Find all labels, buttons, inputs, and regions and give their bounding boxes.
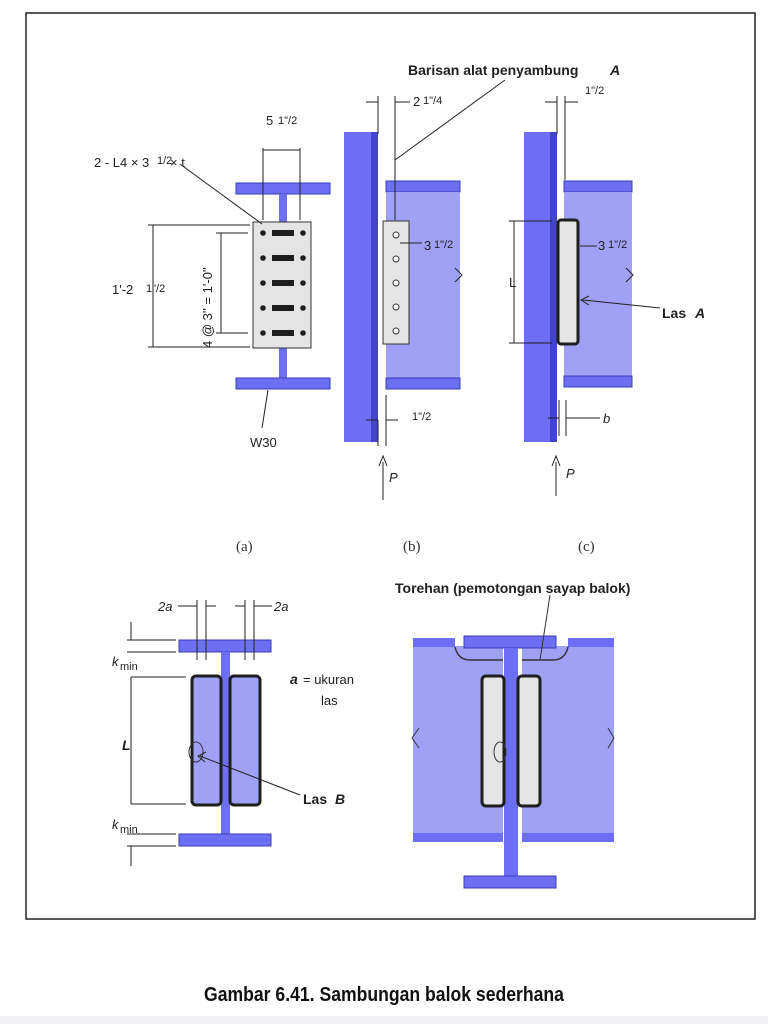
angle-label: 2 - L4 × 3: [94, 155, 149, 170]
height-whole: 1'-2: [112, 282, 133, 297]
figure-frame: [25, 12, 756, 920]
mid-dim-fraction: 1"/2: [608, 239, 627, 251]
bolt-group: [260, 230, 306, 336]
note-text: = ukuran: [303, 672, 354, 687]
weld-letter: B: [335, 791, 345, 807]
panel-a-label: (a): [236, 539, 253, 555]
beam-left-top-flange: [413, 638, 455, 647]
angle-left: [480, 674, 506, 808]
k-bottom: k: [112, 817, 120, 832]
figure-caption: Gambar 6.41. Sambungan balok sederhana: [204, 984, 564, 1006]
angle-right: [516, 674, 542, 808]
web: [221, 652, 230, 836]
panel-a: 2 - L4 × 3 1/2 × t 5 1"/2 1'-2 1"/2 4 @ …: [94, 113, 331, 555]
beam-right-bottom-flange: [522, 833, 614, 842]
section-label: W30: [250, 435, 277, 450]
bolt-holes: [392, 231, 400, 335]
top-dim-fraction: 1"/2: [585, 85, 604, 97]
mid-dim-fraction: 1"/2: [434, 239, 453, 251]
panel-e: Torehan (pemotongan sayap balok): [395, 580, 630, 889]
panel-c: 1"/2 3 1"/2 L Las A b P (c): [509, 85, 705, 555]
cope-title: Torehan (pemotongan sayap balok): [395, 580, 630, 596]
width-whole: 5: [266, 113, 273, 128]
top-dim-fraction: 1"/4: [423, 95, 442, 107]
fastener-row-letter: A: [609, 62, 620, 78]
dimension-lines-b: [366, 79, 506, 500]
end-plate: [556, 218, 580, 346]
right-dim-label: 2a: [273, 599, 288, 614]
weld-detail-marker: [493, 741, 507, 763]
column-flange: [371, 132, 378, 442]
dimension-lines-c: [509, 96, 661, 496]
cope-left: [454, 646, 503, 661]
angle-fraction: 1/2: [157, 155, 172, 167]
note-text-line2: las: [321, 693, 338, 708]
cope-right: [522, 646, 569, 661]
top-flange: [178, 639, 272, 653]
fastener-row-title: Barisan alat penyambung: [408, 62, 578, 78]
dimension-lines-d: [127, 600, 301, 866]
angle-suffix: × t: [170, 155, 185, 170]
bottom-flange: [235, 377, 331, 390]
mid-dim-whole: 3: [598, 238, 605, 253]
top-dim-whole: 2: [413, 94, 420, 109]
length-label: L: [509, 275, 516, 290]
k-top: k: [112, 654, 120, 669]
mid-dim-whole: 3: [424, 238, 431, 253]
note-symbol: a: [290, 671, 298, 687]
left-dim-label: 2a: [157, 599, 172, 614]
beam-top-flange: [563, 180, 633, 193]
angle-left: [190, 674, 223, 807]
beam-bottom-flange: [563, 375, 633, 388]
bottom-flange: [178, 833, 272, 847]
panel-b-label: (b): [403, 539, 421, 555]
break-lines: [411, 594, 615, 749]
load-label: P: [389, 470, 398, 485]
weld-detail-marker: [188, 741, 204, 763]
panel-d: 2a 2a k min L k min a = ukuran las Las B: [112, 599, 354, 866]
beam-top-flange: [385, 180, 461, 193]
girder-bottom-flange: [463, 875, 557, 889]
angle-right: [228, 674, 262, 807]
panel-c-label: (c): [578, 539, 595, 555]
beam-right-top-flange: [568, 638, 614, 647]
beam-bottom-flange: [385, 377, 461, 390]
weld-label: Las: [303, 791, 327, 807]
girder-web: [504, 648, 518, 878]
load-label: P: [566, 466, 575, 481]
spacing-label: 4 @ 3'' = 1'-0'': [200, 267, 215, 348]
beam-left-bottom-flange: [413, 833, 503, 842]
panel-b: Barisan alat penyambung A 2 1"/4 3 1"/2 …: [344, 62, 620, 555]
bottom-dim-fraction: 1"/2: [412, 411, 431, 423]
gap-label: b: [603, 411, 610, 426]
page-bottom-strip: [0, 1016, 768, 1024]
dimension-lines-a: [148, 148, 301, 429]
weld-letter: A: [694, 305, 705, 321]
top-flange: [235, 182, 331, 195]
k-bottom-sub: min: [120, 824, 138, 836]
width-fraction: 1"/2: [278, 115, 297, 127]
k-top-sub: min: [120, 661, 138, 673]
height-fraction: 1"/2: [146, 283, 165, 295]
length-label: L: [122, 737, 131, 753]
column-flange: [550, 132, 557, 442]
weld-label: Las: [662, 305, 686, 321]
